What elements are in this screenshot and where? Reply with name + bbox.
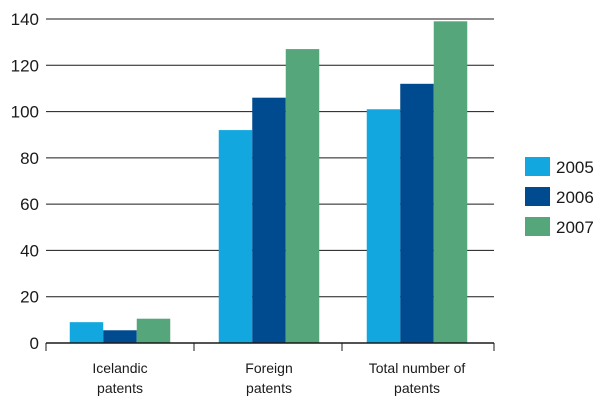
y-tick-label: 80 (20, 149, 39, 168)
bars (69, 21, 468, 344)
category-label: Foreign (245, 360, 292, 376)
y-tick-label: 60 (20, 195, 39, 214)
bar-2007-0 (136, 318, 171, 343)
bar-2006-1 (252, 97, 286, 343)
legend-swatch-2005 (525, 157, 550, 176)
legend-label-2005: 2005 (556, 158, 594, 177)
legend-swatch-2007 (525, 217, 550, 236)
category-labels: Icelandic patents Foreign patents Total numb… (92, 360, 465, 396)
category-label: Icelandic (92, 360, 147, 376)
bar-2006-0 (103, 330, 137, 343)
y-tick-label: 20 (20, 288, 39, 307)
x-axis (45, 342, 495, 351)
bar-2006-2 (400, 83, 434, 344)
category-label: patents (246, 380, 292, 396)
y-tick-label: 40 (20, 241, 39, 260)
legend-swatch-2006 (525, 187, 550, 206)
y-tick-label: 0 (30, 334, 39, 353)
bar-2007-1 (285, 49, 320, 343)
legend-label-2007: 2007 (556, 218, 594, 237)
y-tick-label: 120 (11, 56, 39, 75)
bar-2005-1 (218, 130, 253, 343)
category-label: patents (97, 380, 143, 396)
legend: 2005 2006 2007 (525, 157, 594, 237)
category-label: patents (394, 380, 440, 396)
bar-2005-2 (366, 109, 401, 343)
category-label: Total number of (369, 360, 466, 376)
legend-label-2006: 2006 (556, 188, 594, 207)
bar-2007-2 (433, 21, 468, 344)
y-axis-ticks: 0 20 40 60 80 100 120 140 (11, 10, 39, 353)
y-tick-label: 100 (11, 103, 39, 122)
bar-2005-0 (69, 322, 104, 343)
y-tick-label: 140 (11, 10, 39, 29)
